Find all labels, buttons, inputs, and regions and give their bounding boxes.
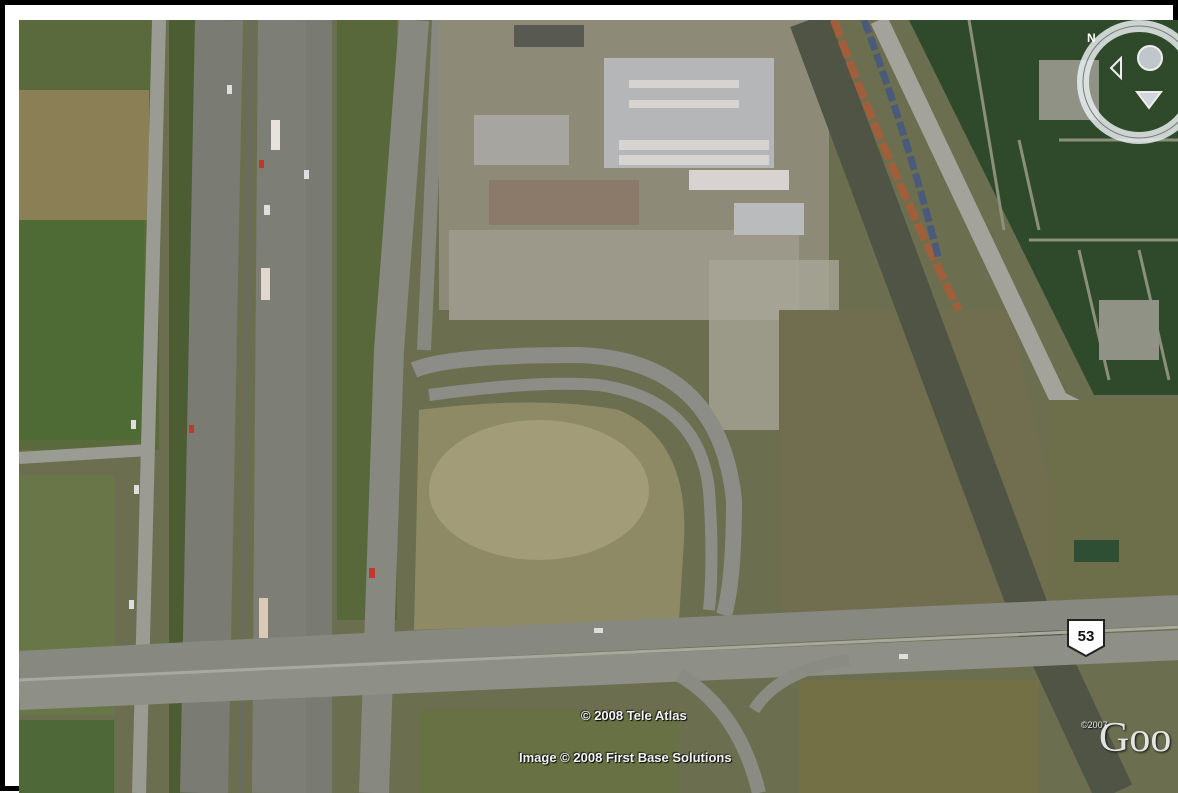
route-53-shield-icon [1067,619,1105,658]
tilt-arrow-icon[interactable] [1135,91,1163,110]
navigation-control[interactable]: N [1061,20,1178,150]
look-joystick-icon[interactable] [1109,45,1178,81]
aerial-map-view[interactable]: N 53 © 2008 Tele Atlas Image © 2008 Firs… [19,20,1178,793]
north-indicator[interactable]: N [1087,31,1096,45]
google-logo: Goo [1099,715,1172,761]
first-base-credit: Image © 2008 First Base Solutions [519,750,732,765]
tele-atlas-credit: © 2008 Tele Atlas [581,708,687,723]
route-number: 53 [1077,628,1095,645]
compass-ring-icon[interactable] [1077,20,1178,144]
aerial-terrain [19,20,1178,793]
logo-year: ©2007 [1081,720,1108,730]
